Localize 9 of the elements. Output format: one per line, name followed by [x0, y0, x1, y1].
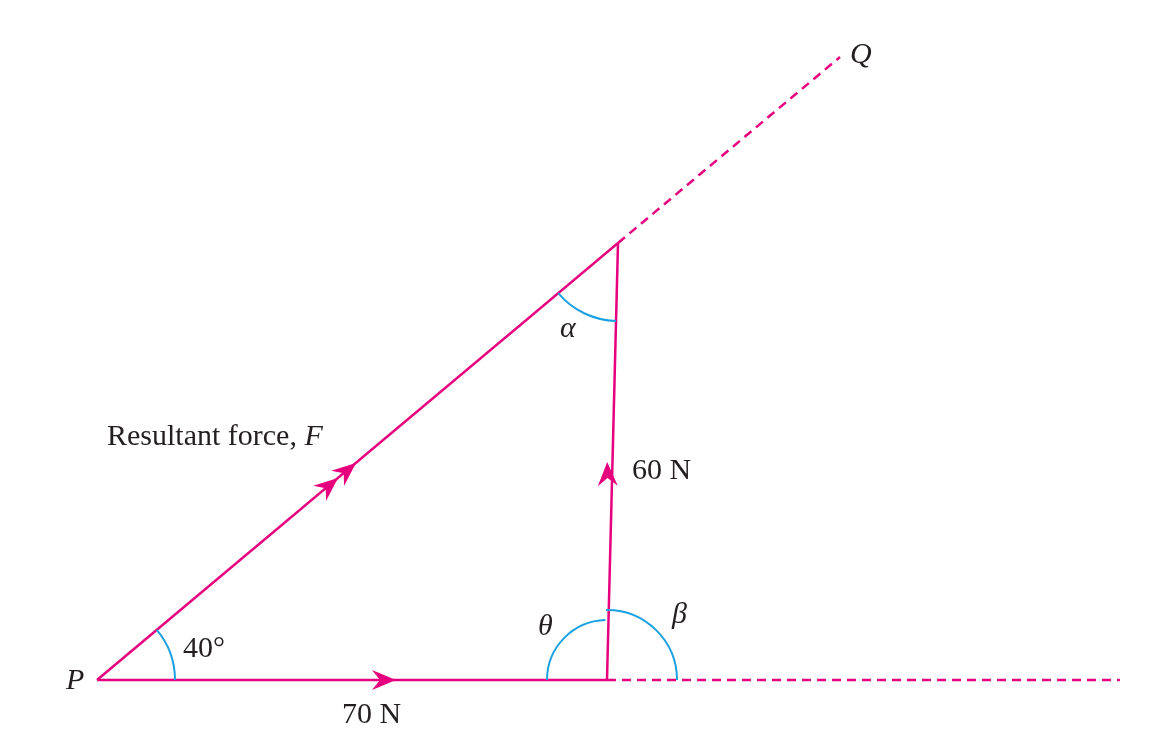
math-label: Q — [850, 38, 872, 68]
math-label: 60 N — [632, 454, 692, 484]
math-label: 40° — [183, 632, 225, 662]
math-label: P — [66, 664, 85, 694]
force-label: Resultant force, F — [107, 420, 323, 450]
math-label: 70 N — [342, 698, 402, 728]
math-label: β — [672, 598, 687, 628]
math-label: θ — [538, 610, 553, 640]
math-label: α — [560, 312, 576, 342]
